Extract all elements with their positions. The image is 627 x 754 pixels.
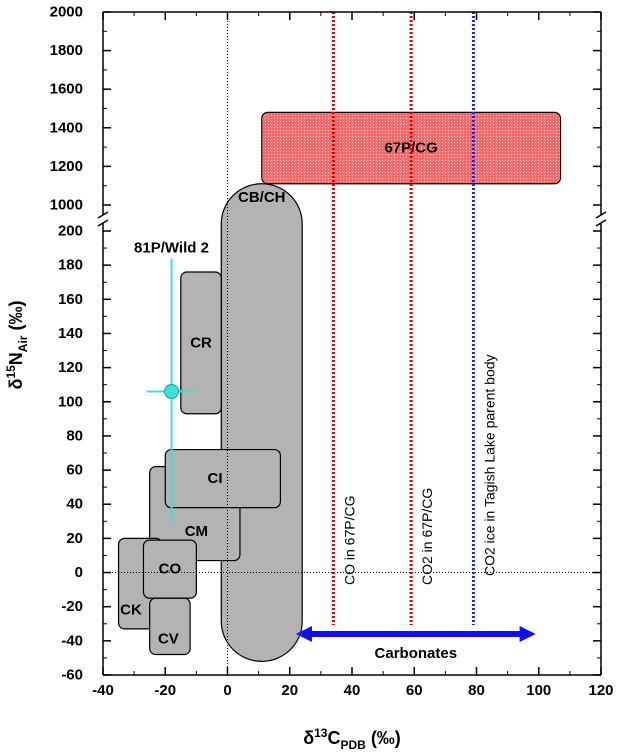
y-tick-label: 2000 [50, 4, 83, 21]
points-layer: 81P/Wild 2 [134, 239, 209, 525]
y-tick-label: 1000 [50, 197, 83, 214]
axis-break-mark-right-1 [595, 211, 607, 219]
y-tick-label: 160 [58, 291, 83, 308]
axis-break-mark-right-2 [595, 219, 607, 227]
carbonates-arrow-head-left [295, 626, 312, 643]
y-tick-label: -60 [61, 667, 83, 684]
vertical-line-label-co-in-67p-cg: CO in 67P/CG [341, 496, 357, 585]
y-axis-title-suffix: (‰) [6, 301, 26, 336]
x-axis-title-sup: 13 [314, 726, 328, 740]
point-label-81p-wild-2: 81P/Wild 2 [134, 239, 209, 256]
y-tick-label: 20 [66, 530, 83, 547]
vertical-line-label-co2-ice-in-tagish-lake-parent-body: CO2 ice in Tagish Lake parent body [481, 354, 497, 576]
x-tick-label: 0 [223, 682, 231, 699]
y-tick-label: 180 [58, 257, 83, 274]
x-tick-label: 80 [468, 682, 485, 699]
axes-layer: -40 -20 0 20 40 60 80 100 120 -60 -40 -20 0 20 40 60 80 1… [4, 4, 614, 753]
y-tick-label: 80 [66, 427, 83, 444]
y-tick-label: 1800 [50, 42, 83, 59]
data-point-81p-wild-2 [163, 384, 179, 400]
y-tick-label: -20 [61, 598, 83, 615]
x-tick-label: -40 [92, 682, 114, 699]
x-tick-label: -20 [154, 682, 176, 699]
region-label-cm: CM [185, 523, 208, 540]
x-axis-title: δ13CPDB (‰) [303, 726, 401, 752]
axis-break-mark-left-2 [97, 219, 109, 227]
x-axis-title-sub: PDB [340, 738, 366, 752]
y-tick-label: 0 [75, 564, 83, 581]
y-tick-label: 60 [66, 462, 83, 479]
region-label-co: CO [159, 561, 182, 578]
carbonates-arrow-head-right [519, 626, 536, 643]
reference-lines-layer [103, 12, 601, 675]
y-tick-label: 1200 [50, 158, 83, 175]
region-label-cr: CR [190, 334, 212, 351]
y-tick-label: 140 [58, 325, 83, 342]
region-ci [164, 448, 282, 509]
x-axis-title-prefix: δ [303, 728, 314, 748]
y-tick-label: 100 [58, 393, 83, 410]
carbonates-label: Carbonates [375, 645, 458, 662]
region-label-cb-ch: CB/CH [238, 189, 286, 206]
x-tick-label: 100 [526, 682, 551, 699]
region-cb-ch [220, 183, 303, 662]
y-axis-title: δ15NAir (‰) [4, 301, 30, 390]
x-tick-label: 120 [588, 682, 613, 699]
vertical-line-label-co2-in-67p-cg: CO2 in 67P/CG [419, 488, 435, 585]
x-tick-label: 20 [281, 682, 298, 699]
y-tick-label: 120 [58, 359, 83, 376]
region-label-ci: CI [208, 470, 223, 487]
y-tick-label: -40 [61, 632, 83, 649]
region-label-cv: CV [158, 631, 179, 648]
y-axis-title-sup: 15 [4, 365, 18, 379]
y-axis-title-sub: Air [16, 335, 30, 352]
y-tick-label: 1600 [50, 81, 83, 98]
y-axis-title-prefix: δ [6, 378, 26, 389]
region-cr [180, 271, 222, 415]
region-co [142, 539, 197, 599]
y-tick-label: 40 [66, 496, 83, 513]
labels-layer: CO in 67P/CG CO2 in 67P/CG CO2 ice in Tagi… [295, 354, 536, 662]
region-label-ck: CK [120, 602, 142, 619]
x-tick-label: 40 [344, 682, 361, 699]
x-axis-title-main: C [327, 728, 340, 748]
x-axis-title-suffix: (‰) [366, 728, 401, 748]
y-axis-title-main: N [6, 352, 26, 365]
y-tick-label: 200 [58, 223, 83, 240]
axis-break-mark-left-1 [97, 211, 109, 219]
x-tick-label: 60 [406, 682, 423, 699]
y-tick-label: 1400 [50, 119, 83, 136]
